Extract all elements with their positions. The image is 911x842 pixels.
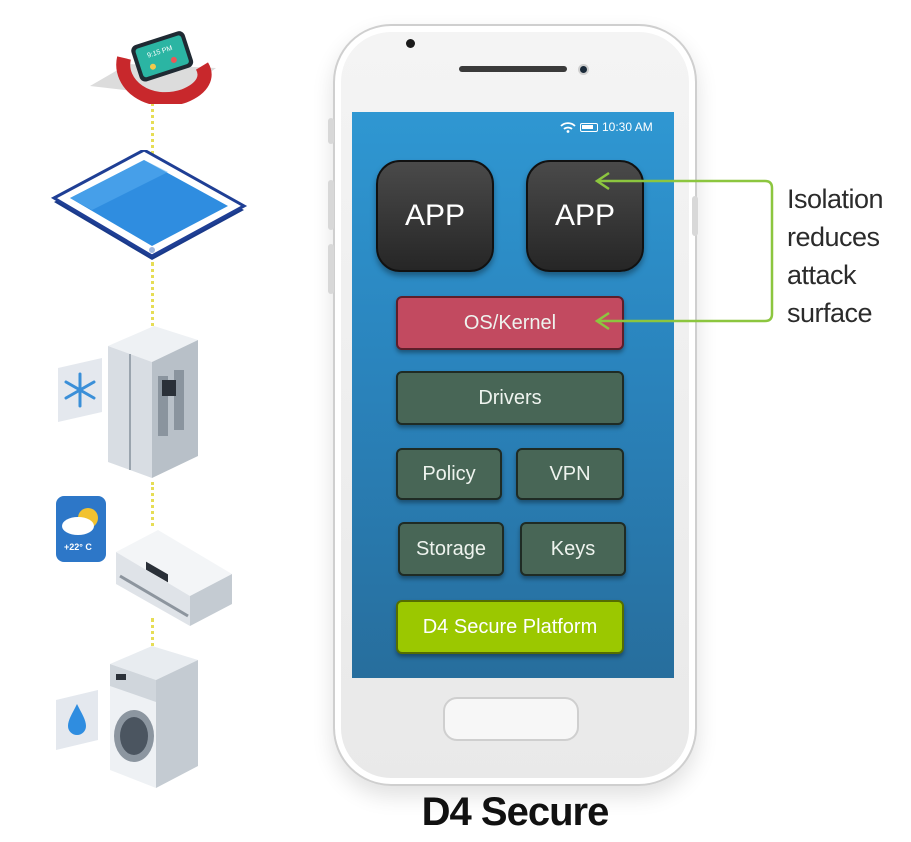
policy-layer[interactable]: Policy: [396, 448, 502, 500]
air-conditioner-icon: [116, 530, 232, 626]
connected-devices-column: 9:15 PM +22° C: [0, 0, 300, 842]
note-line: surface: [787, 298, 873, 328]
storage-layer[interactable]: Storage: [398, 522, 504, 576]
os-kernel-layer[interactable]: OS/Kernel: [396, 296, 624, 350]
water-drop-icon: [56, 690, 98, 750]
wifi-icon: [560, 122, 576, 133]
vpn-layer[interactable]: VPN: [516, 448, 624, 500]
connector-line: [151, 482, 154, 526]
note-line: Isolation: [787, 184, 884, 214]
app-tile-2[interactable]: APP: [526, 160, 644, 272]
weather-icon: +22° C: [56, 496, 106, 562]
phone-side-button: [328, 244, 334, 294]
status-bar: 10:30 AM: [560, 120, 653, 134]
home-button[interactable]: [443, 697, 579, 741]
connector-line: [151, 618, 154, 660]
phone-side-button: [692, 196, 698, 236]
refrigerator-icon: [108, 326, 198, 478]
note-line: attack: [787, 260, 857, 290]
earpiece-speaker: [459, 66, 567, 72]
caption-title: D4 Secure: [421, 790, 610, 834]
app-tile-1[interactable]: APP: [376, 160, 494, 272]
isolation-note: Isolation reduces attack surface: [787, 180, 907, 332]
snowflake-icon: [58, 358, 102, 422]
drivers-layer[interactable]: Drivers: [396, 371, 624, 425]
tablet-icon: [50, 150, 248, 260]
connector-line: [151, 262, 154, 340]
proximity-sensor: [578, 64, 589, 75]
weather-temperature: +22° C: [64, 542, 92, 552]
washing-machine-icon: [110, 646, 198, 788]
keys-layer[interactable]: Keys: [520, 522, 626, 576]
front-camera-icon: [406, 39, 415, 48]
battery-icon: [580, 122, 598, 132]
phone-side-button: [328, 180, 334, 230]
note-line: reduces: [787, 222, 880, 252]
status-time: 10:30 AM: [602, 120, 653, 134]
smartwatch-icon: 9:15 PM: [90, 31, 216, 104]
phone-side-button: [328, 118, 334, 144]
d4-secure-platform-layer[interactable]: D4 Secure Platform: [396, 600, 624, 654]
connector-line: [151, 84, 154, 178]
